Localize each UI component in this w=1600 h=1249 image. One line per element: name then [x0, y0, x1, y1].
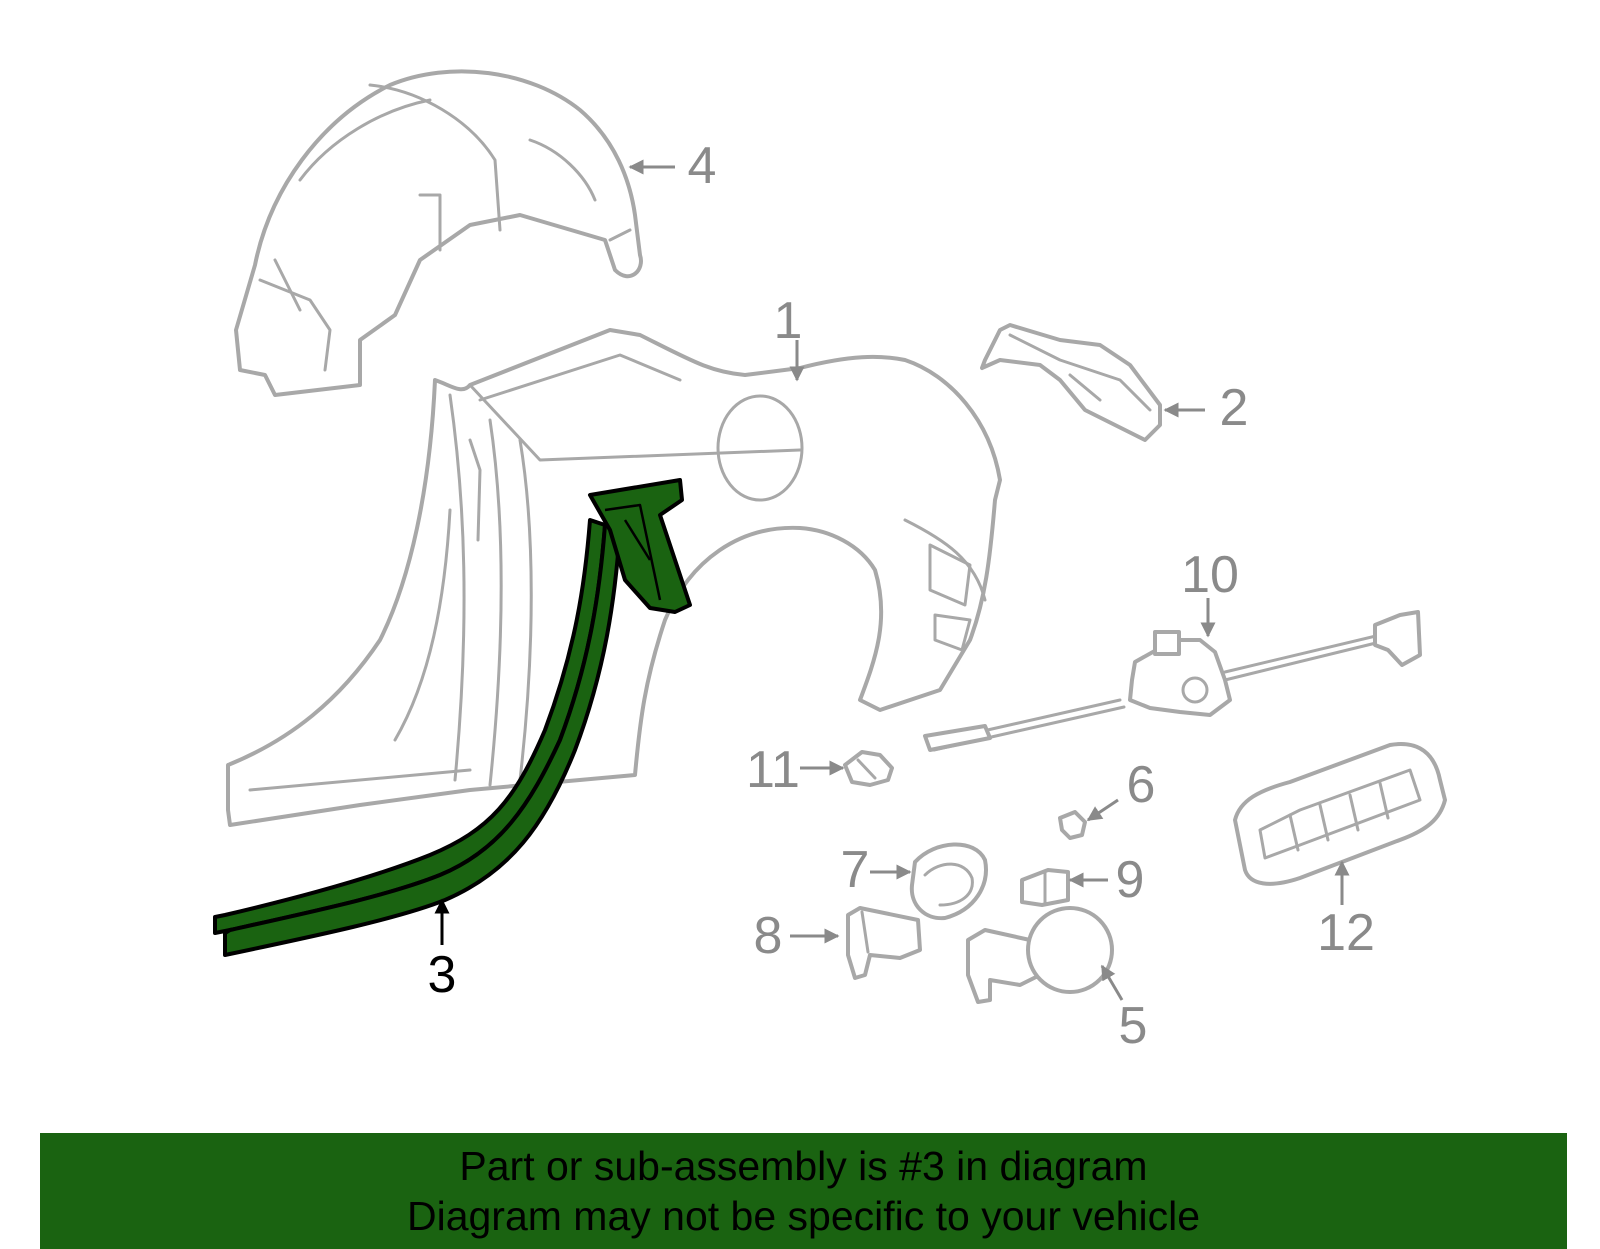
callout-label-10: 10	[1181, 546, 1239, 604]
callout-7: 7	[841, 841, 912, 899]
banner-line-1: Part or sub-assembly is #3 in diagram	[459, 1143, 1148, 1189]
part-2-bracket[interactable]	[980, 323, 1162, 442]
callout-9: 9	[1068, 851, 1145, 909]
part-6-bolt[interactable]	[1058, 810, 1087, 840]
callout-label-4: 4	[688, 137, 717, 195]
part-10-actuator[interactable]	[923, 610, 1422, 752]
callout-label-12: 12	[1317, 904, 1375, 962]
part-9-hinge[interactable]	[1020, 868, 1070, 907]
callout-8: 8	[754, 907, 840, 965]
callout-label-9: 9	[1116, 851, 1145, 909]
callout-6: 6	[1086, 756, 1156, 822]
part-8-bracket[interactable]	[846, 906, 922, 980]
callout-label-2: 2	[1220, 379, 1249, 437]
part-12-vent[interactable]	[1233, 742, 1447, 886]
part-11-clip[interactable]	[843, 750, 894, 787]
callout-label-8: 8	[754, 907, 783, 965]
callout-label-3: 3	[428, 946, 457, 1004]
info-banner: Part or sub-assembly is #3 in diagram Di…	[40, 1133, 1567, 1249]
leader-6	[1086, 798, 1119, 822]
banner-line-2: Diagram may not be specific to your vehi…	[406, 1193, 1200, 1239]
callout-10: 10	[1181, 546, 1239, 638]
callout-2: 2	[1163, 379, 1249, 437]
callout-label-5: 5	[1119, 997, 1148, 1055]
part-7-housing[interactable]	[909, 842, 988, 921]
callout-label-11: 11	[746, 741, 800, 799]
callout-5: 5	[1100, 964, 1148, 1055]
callout-4: 4	[628, 137, 717, 195]
callout-label-6: 6	[1127, 756, 1156, 814]
callout-12: 12	[1317, 860, 1375, 962]
part-5-fuel-door[interactable]	[966, 906, 1114, 1004]
part-4-wheelhouse[interactable]	[234, 69, 643, 397]
callout-label-7: 7	[841, 841, 870, 899]
callout-11: 11	[746, 741, 845, 799]
callout-3: 3	[428, 898, 457, 1004]
callout-1: 1	[774, 292, 805, 382]
leader-5	[1100, 964, 1124, 1001]
